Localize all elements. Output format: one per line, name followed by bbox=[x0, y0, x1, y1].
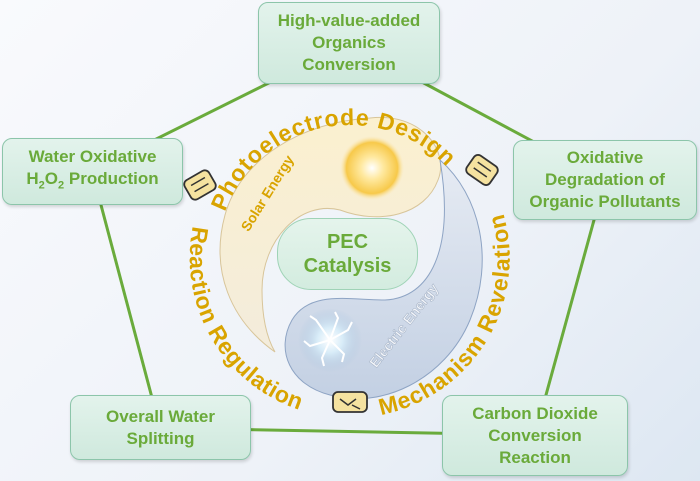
subscript: 2 bbox=[58, 179, 65, 192]
app-line: Conversion bbox=[488, 425, 582, 445]
lightning-icon bbox=[298, 308, 362, 372]
sun-icon bbox=[340, 136, 404, 200]
app-line: Overall Water bbox=[106, 406, 215, 426]
app-line: Degradation of bbox=[545, 170, 665, 189]
chem-symbol: O bbox=[44, 169, 59, 189]
app-line: Water Oxidative bbox=[28, 147, 157, 167]
pec-catalysis-center: PEC Catalysis bbox=[277, 218, 418, 290]
app-line: Oxidative bbox=[566, 148, 644, 167]
app-line: Organics bbox=[312, 33, 386, 52]
center-line1: PEC bbox=[326, 231, 369, 253]
handshake-icon bbox=[465, 154, 499, 186]
app-line: Splitting bbox=[126, 428, 195, 448]
app-line: High-value-added bbox=[277, 11, 421, 30]
handshake-icon bbox=[332, 391, 368, 413]
app-line: Reaction bbox=[499, 447, 571, 467]
subscript: 2 bbox=[38, 179, 45, 192]
app-line: Organic Pollutants bbox=[529, 192, 681, 211]
handshake-icon bbox=[183, 169, 217, 201]
chem-symbol: H bbox=[26, 169, 39, 189]
app-text: Production bbox=[64, 169, 159, 189]
center-line2: Catalysis bbox=[303, 255, 392, 277]
app-line-h2o2: H2O2 Production bbox=[26, 169, 159, 191]
app-line: Carbon Dioxide bbox=[472, 403, 598, 423]
app-line: Conversion bbox=[302, 55, 396, 74]
